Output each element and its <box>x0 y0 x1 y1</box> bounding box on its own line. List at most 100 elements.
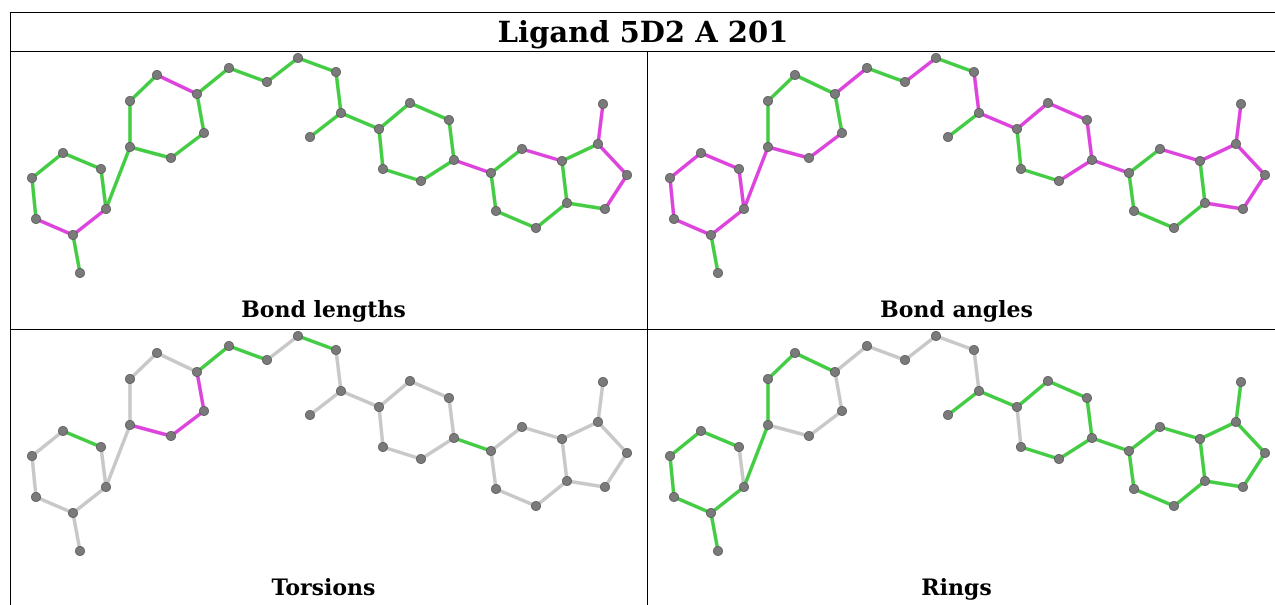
atom <box>96 164 107 175</box>
bond <box>793 73 837 96</box>
bond <box>169 131 206 160</box>
atom <box>26 451 37 462</box>
bond <box>128 145 173 160</box>
atom <box>1081 393 1092 404</box>
atom <box>1128 205 1139 216</box>
bond <box>377 379 412 409</box>
bond <box>489 449 498 491</box>
atom <box>151 347 162 358</box>
bond <box>672 495 713 515</box>
bond <box>1046 101 1089 122</box>
bond <box>71 207 108 237</box>
atom <box>1238 203 1249 214</box>
atom <box>562 475 573 486</box>
bond <box>489 425 524 453</box>
atom <box>1155 144 1166 155</box>
atom <box>330 66 341 77</box>
atom <box>58 426 69 437</box>
atom <box>829 89 840 100</box>
atom <box>696 426 707 437</box>
bond <box>766 73 797 103</box>
bond <box>520 425 564 441</box>
bond <box>227 344 269 362</box>
atom <box>1042 376 1053 387</box>
bond <box>195 370 206 413</box>
bond <box>1172 479 1207 508</box>
bond <box>596 142 629 177</box>
atom <box>1260 448 1271 459</box>
atom <box>1155 422 1166 433</box>
bond <box>447 118 456 162</box>
grid-column-divider <box>647 51 648 605</box>
bond <box>1015 101 1050 131</box>
bond <box>833 92 844 135</box>
molecule-rings <box>664 331 1271 556</box>
atom <box>1195 156 1206 167</box>
bond <box>934 334 976 352</box>
atom <box>330 344 341 355</box>
bond <box>1241 451 1267 489</box>
bond <box>265 56 300 84</box>
atom <box>829 367 840 378</box>
atom <box>1123 168 1134 179</box>
bond <box>1132 209 1176 230</box>
atom <box>739 481 750 492</box>
bond <box>61 151 103 171</box>
bond <box>596 420 629 455</box>
atom <box>75 545 86 556</box>
atom <box>485 446 496 457</box>
bond <box>381 167 423 183</box>
atom <box>706 229 717 240</box>
bond <box>99 167 108 211</box>
atom <box>789 347 800 358</box>
atom <box>789 69 800 80</box>
atom <box>1081 115 1092 126</box>
atom <box>198 128 209 139</box>
bond <box>452 158 493 175</box>
bond <box>1234 102 1243 146</box>
atom <box>861 62 872 73</box>
atom <box>191 89 202 100</box>
bond <box>1015 127 1023 171</box>
bond <box>742 145 770 211</box>
atom <box>600 481 611 492</box>
bond <box>1127 147 1162 175</box>
bond <box>99 445 108 489</box>
bond <box>494 487 538 508</box>
atom <box>30 213 41 224</box>
bond <box>793 351 837 374</box>
atom <box>531 222 542 233</box>
bond <box>766 351 797 381</box>
bond <box>339 389 381 409</box>
atom <box>836 128 847 139</box>
atom <box>26 173 37 184</box>
bond <box>1241 173 1267 211</box>
caption-bond-lengths: Bond lengths <box>241 297 406 323</box>
bond <box>155 351 199 374</box>
bond <box>672 217 713 237</box>
atom <box>448 155 459 166</box>
atom <box>734 442 745 453</box>
atom <box>304 132 315 143</box>
atom <box>101 481 112 492</box>
atom <box>304 410 315 421</box>
atom <box>377 164 388 175</box>
grid-row-divider <box>10 329 1275 330</box>
bond <box>560 159 569 205</box>
bond <box>596 102 605 146</box>
bond <box>334 70 343 115</box>
bond <box>807 409 844 438</box>
bond <box>737 167 746 211</box>
bond <box>334 348 343 393</box>
bond <box>1172 201 1207 230</box>
panel-rings: Rings <box>638 329 1275 605</box>
atom <box>557 156 568 167</box>
atom <box>490 205 501 216</box>
atom <box>763 374 774 385</box>
atom <box>1236 377 1247 388</box>
bond <box>452 436 493 453</box>
atom <box>415 176 426 187</box>
bond <box>377 101 412 131</box>
atom <box>1169 222 1180 233</box>
atom <box>713 267 724 278</box>
